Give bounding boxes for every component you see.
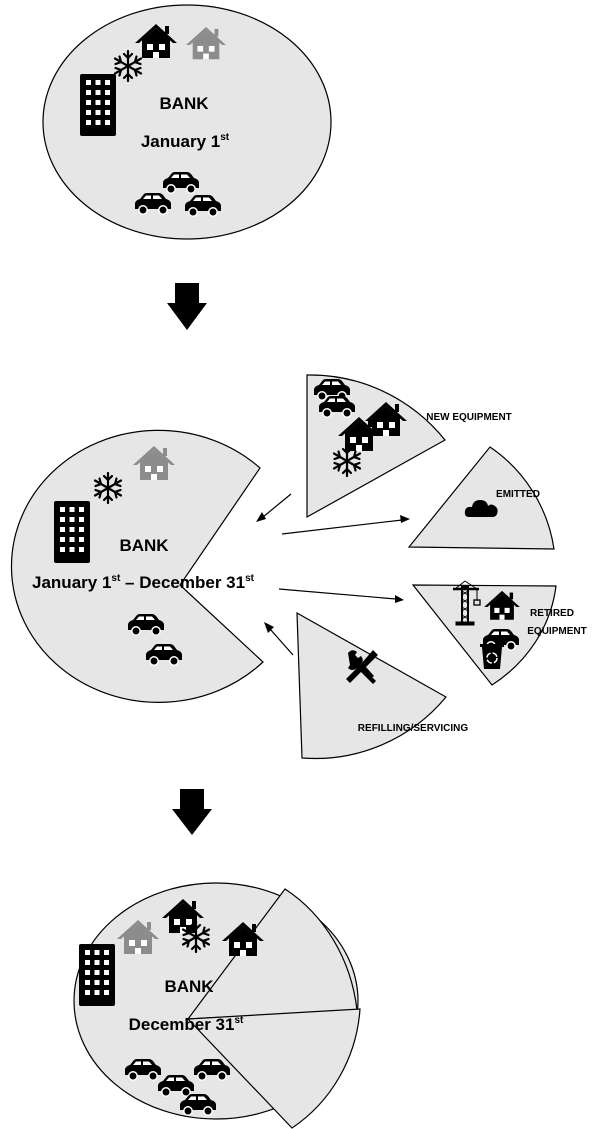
building-icon (54, 501, 90, 563)
bank-title: BANK (119, 536, 169, 555)
retired-label-line2: EQUIPMENT (527, 626, 586, 637)
period-date-label: January 1st – December 31st (32, 573, 255, 592)
bank-title: BANK (159, 94, 209, 113)
slice-refilling-servicing: REFILLING/SERVICING (296, 611, 469, 760)
slice-emitted: EMITTED (407, 446, 555, 550)
new-equipment-label: NEW EQUIPMENT (426, 412, 512, 423)
refilling-label: REFILLING/SERVICING (358, 723, 469, 734)
flow-arrow-down (172, 789, 212, 835)
emitted-label: EMITTED (496, 489, 540, 500)
flow-arrow-down (167, 283, 207, 330)
building-icon (80, 74, 116, 136)
stage3-bank: BANK December 31st (73, 882, 361, 1129)
bank-title: BANK (164, 977, 214, 996)
slice-new-equipment: NEW EQUIPMENT (306, 374, 512, 519)
bank-wedge-upper (186, 888, 358, 1020)
end-date-label: December 31st (129, 1015, 244, 1034)
slice-retired-equipment: RETIRED EQUIPMENT (411, 579, 587, 686)
stage2-bank: BANK January 1st – December 31st (10, 429, 264, 703)
building-icon (79, 944, 115, 1006)
bank-circle-period (10, 429, 264, 703)
stage1-bank: BANK January 1st (42, 4, 332, 240)
flow-arrows (256, 493, 410, 656)
start-date-label: January 1st (141, 132, 230, 151)
retired-label-line1: RETIRED (530, 608, 574, 619)
bank-wedge-lower (186, 1008, 361, 1129)
